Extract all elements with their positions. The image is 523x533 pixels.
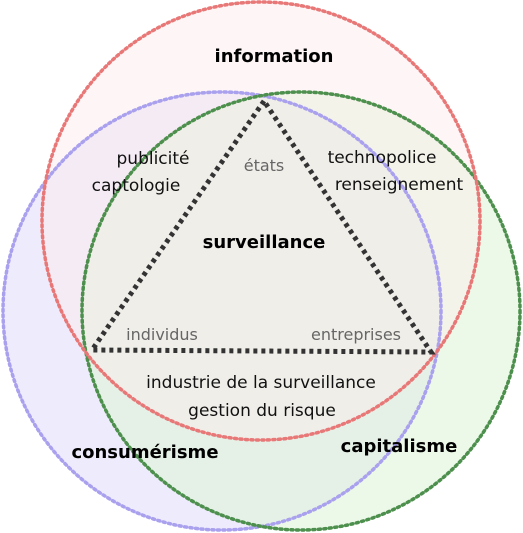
vertex-individus: individus [126, 325, 198, 344]
region-publicite: publicité [117, 149, 190, 169]
region-renseignement: renseignement [335, 175, 464, 195]
consumerisme-circle [1, 90, 443, 532]
surveillance-triangle [87, 96, 436, 355]
region-industrie-surveillance: industrie de la surveillance [146, 373, 376, 393]
capitalisme-label: capitalisme [341, 436, 458, 457]
surveillance-label: surveillance [203, 232, 326, 253]
consumerisme-label: consumérisme [71, 442, 218, 463]
information-label: information [215, 46, 334, 67]
region-captologie: captologie [92, 176, 181, 196]
vertex-entreprises: entreprises [311, 325, 401, 344]
information-circle [40, 0, 482, 442]
capitalisme-circle [80, 90, 522, 532]
region-gestion-risque: gestion du risque [188, 401, 336, 421]
region-technopolice: technopolice [328, 148, 437, 168]
vertex-etats: états [244, 156, 285, 175]
information-circle-fill [42, 2, 480, 440]
